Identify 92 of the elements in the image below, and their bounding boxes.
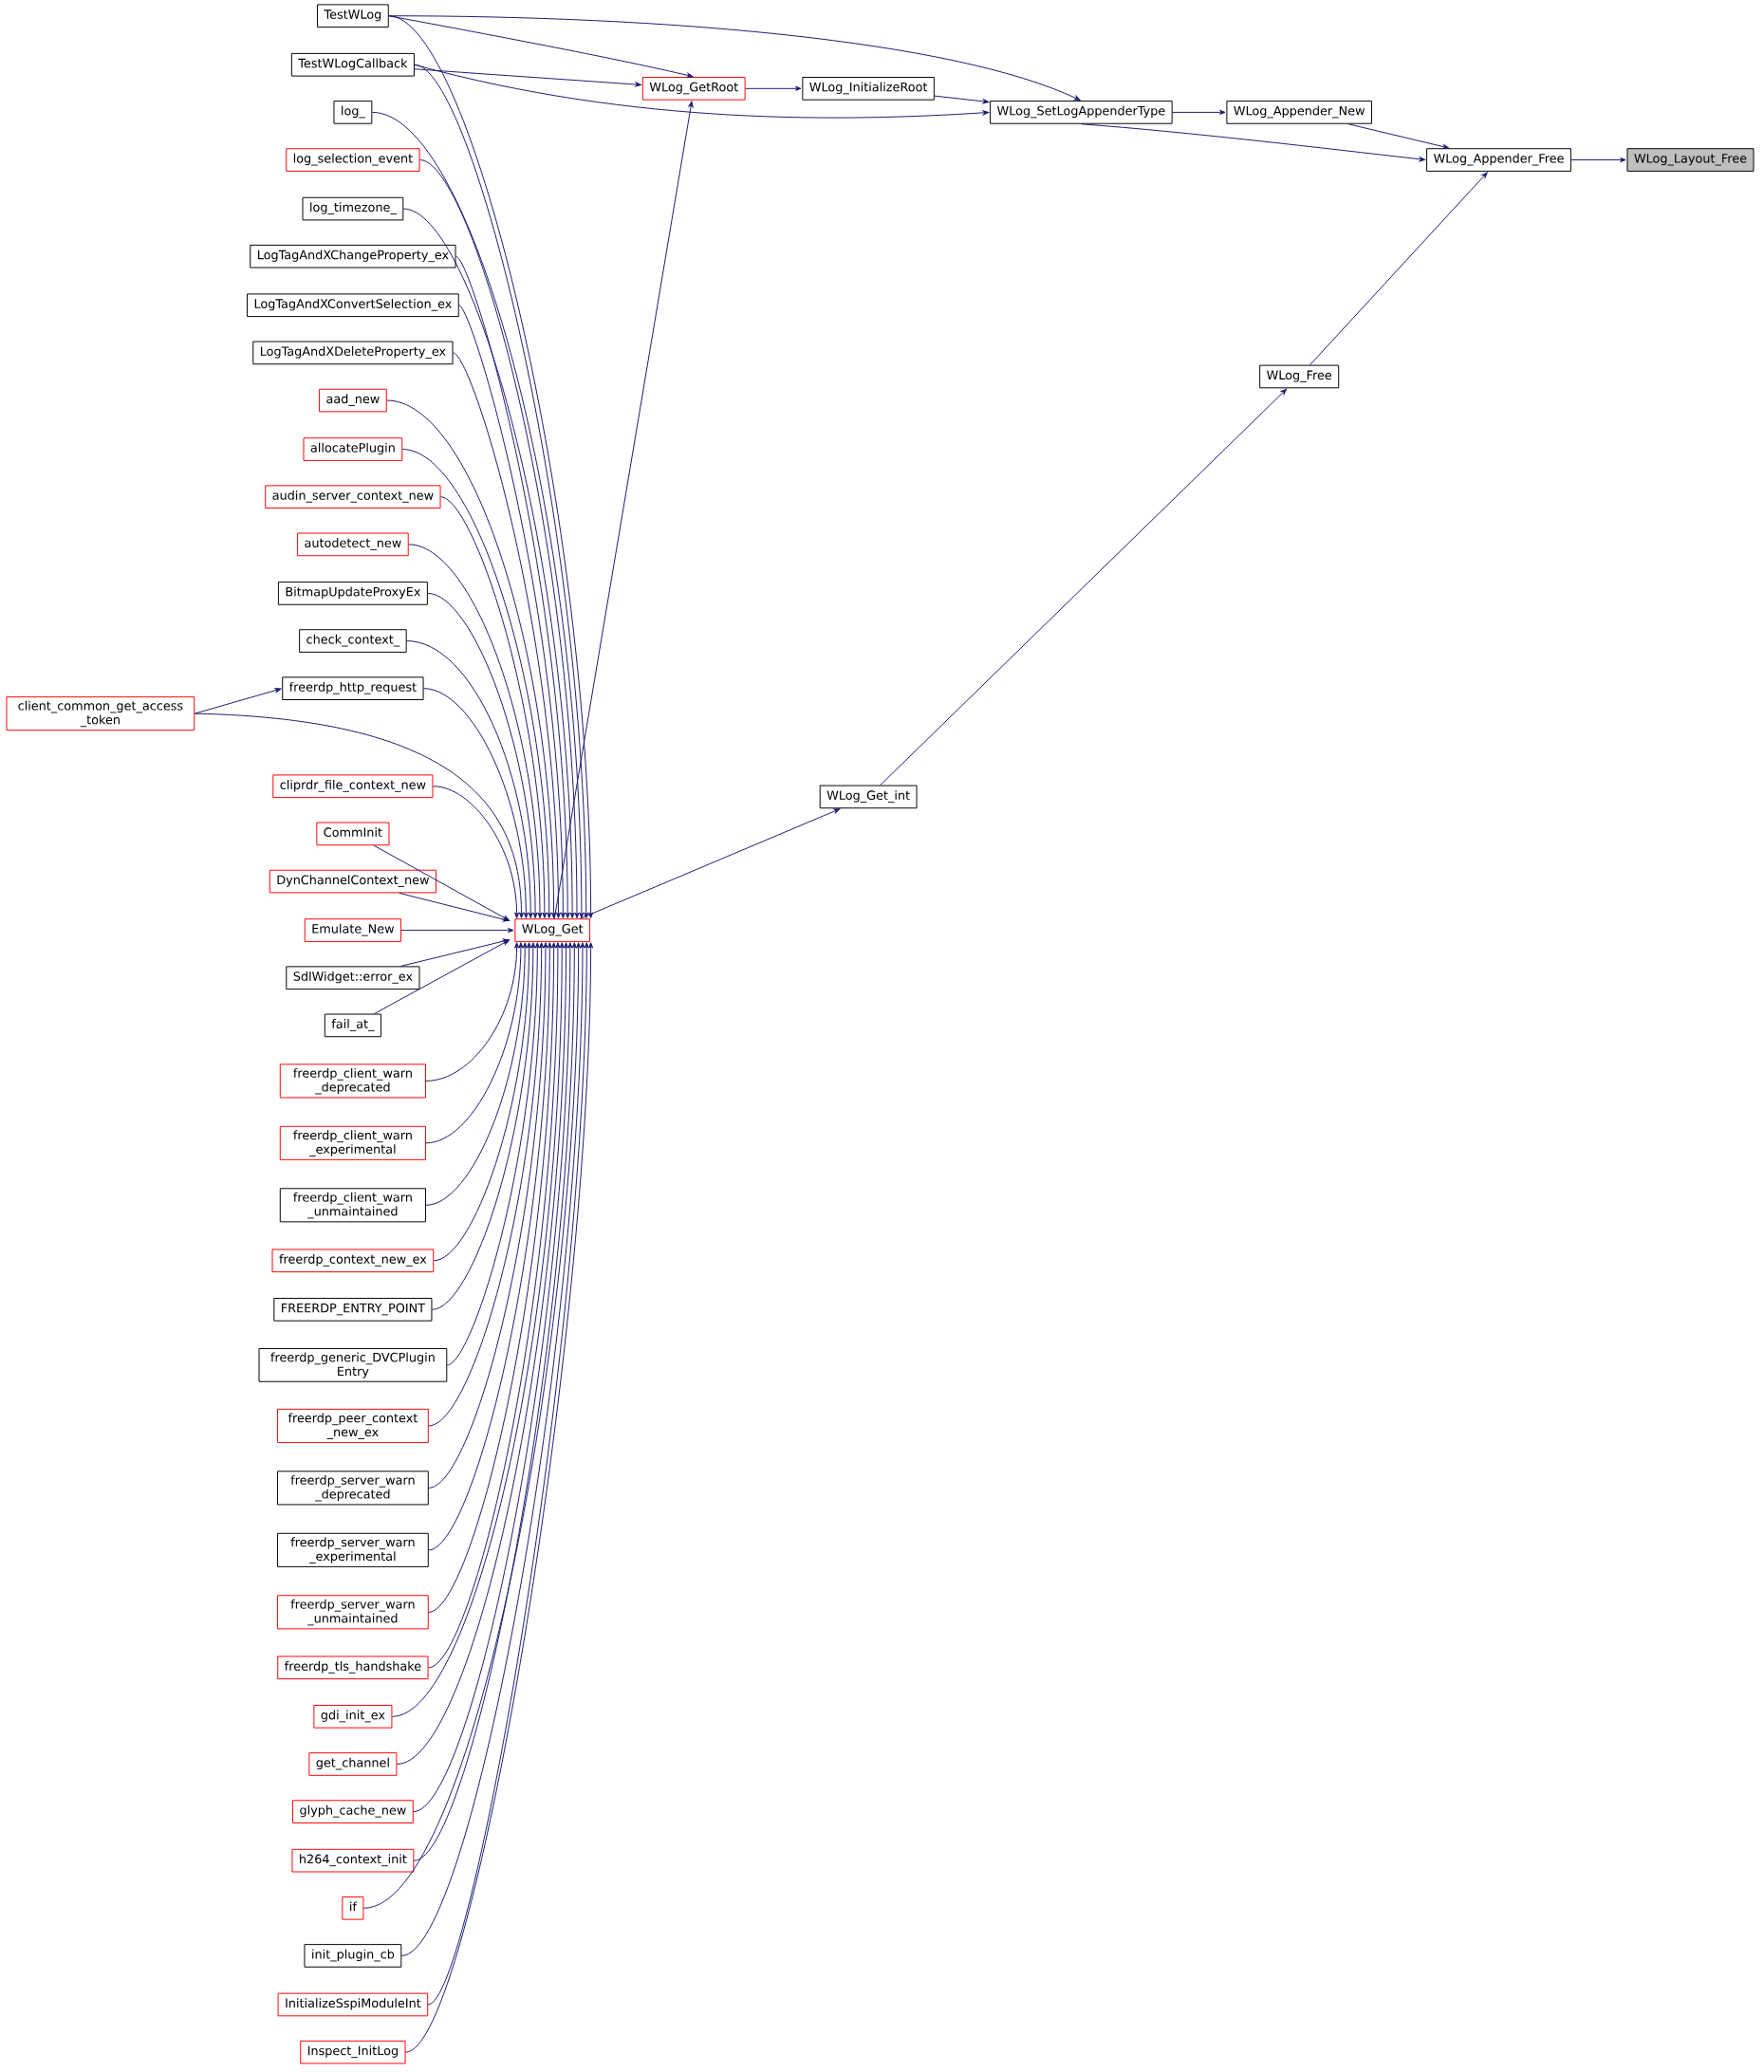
arrow [422,688,529,918]
function-box: WLog_Get [514,918,590,942]
function-box: log_selection_event [286,148,420,172]
arrow [399,938,510,967]
function-box: WLog_Appender_New [1226,101,1372,124]
arrow [1309,172,1488,366]
arrow [427,942,589,2006]
function-box: freerdp_tls_handshake [277,1656,429,1680]
arrow [401,449,552,918]
function-box: LogTagAndXDeleteProperty_ex [252,341,454,365]
function-box: WLog_Free [1258,364,1339,389]
arrow [934,95,989,104]
function-box: aad_new [318,388,387,413]
function-box: check_context_ [298,629,407,653]
arrow [427,592,538,918]
arrow [431,942,536,1310]
arrow [744,85,802,91]
arrow [386,399,556,918]
arrow [553,101,694,919]
function-box: WLog_InitializeRoot [802,77,935,101]
arrow [1171,109,1226,115]
arrow [452,352,561,918]
arrow [371,111,585,918]
function-box: freerdp_client_warn _deprecated [279,1064,426,1099]
function-box: FREERDP_ENTRY_POINT [273,1298,433,1322]
function-box: TestWLogCallback [290,52,415,77]
function-box: LogTagAndXConvertSelection_ex [246,293,459,318]
function-box: WLog_Get_int [819,785,918,809]
arrow [425,942,519,1082]
function-box: freerdp_http_request [282,676,424,700]
function-box: WLog_Appender_Free [1425,148,1571,172]
arrow [414,64,589,918]
arrow [418,159,580,918]
function-box: glyph_cache_new [291,1800,414,1823]
arrow [194,688,282,714]
function-box: allocatePlugin [303,437,403,461]
function-box: BitmapUpdateProxyEx [277,582,428,605]
function-box: TestWLog [316,4,389,28]
function-box: if [342,1896,364,1920]
arrow [405,640,533,918]
function-box: h264_context_init [291,1848,415,1873]
arrow [414,68,641,87]
function-box: gdi_init_ex [313,1705,393,1729]
function-box: init_plugin_cb [304,1944,402,1968]
arrow [414,64,989,119]
arrow [880,388,1287,786]
arrow [388,15,694,78]
arrow [373,844,510,921]
function-box: InitializeSspiModuleInt [277,1992,428,2017]
function-box: freerdp_generic_DVCPlugin Entry [258,1348,448,1382]
arrow [194,712,524,918]
function-box: freerdp_client_warn _experimental [279,1125,426,1160]
arrow [1570,157,1626,163]
function-box: CommInit [316,822,390,846]
function-box: WLog_SetLogAppenderType [989,101,1173,124]
arrow [432,786,519,918]
arrow [402,208,575,918]
arrow [399,892,510,922]
arrow [439,496,548,918]
function-box: SdlWidget::error_ex [286,966,420,990]
function-box: freerdp_client_warn _unmaintained [279,1188,426,1223]
function-box: freerdp_server_warn _experimental [276,1532,429,1567]
function-box: Inspect_InitLog [300,2040,406,2064]
arrow [425,942,528,1206]
function-box: freerdp_server_warn _deprecated [276,1471,429,1506]
arrow [388,15,593,918]
function-box: log_timezone_ [302,196,404,221]
function-box: DynChannelContext_new [269,869,436,894]
function-box: audin_server_context_new [265,485,441,509]
function-box: get_channel [308,1752,398,1776]
function-box: Emulate_New [304,918,401,942]
arrow [373,939,510,1015]
function-box: WLog_Layout_Free [1626,148,1755,172]
arrow [1347,123,1449,150]
arrow [425,942,524,1144]
function-box: fail_at_ [324,1013,381,1038]
function-box: log_ [333,101,373,124]
function-box: cliprdr_file_context_new [272,774,434,799]
arrow [362,942,581,1909]
function-box: LogTagAndXChangeProperty_ex [250,244,456,268]
function-box: freerdp_peer_context _new_ex [276,1408,429,1443]
function-box: freerdp_context_new_ex [271,1249,435,1273]
arrow [446,942,540,1366]
function-box: WLog_GetRoot [641,77,746,101]
arrow [433,942,531,1262]
arrow [408,544,543,918]
arrow [1080,123,1425,162]
arrow [400,928,514,934]
function-box: freerdp_server_warn _unmaintained [276,1595,429,1630]
function-box: autodetect_new [296,532,409,557]
arrow [579,808,840,919]
function-box: client_common_get_access _token [6,696,195,731]
